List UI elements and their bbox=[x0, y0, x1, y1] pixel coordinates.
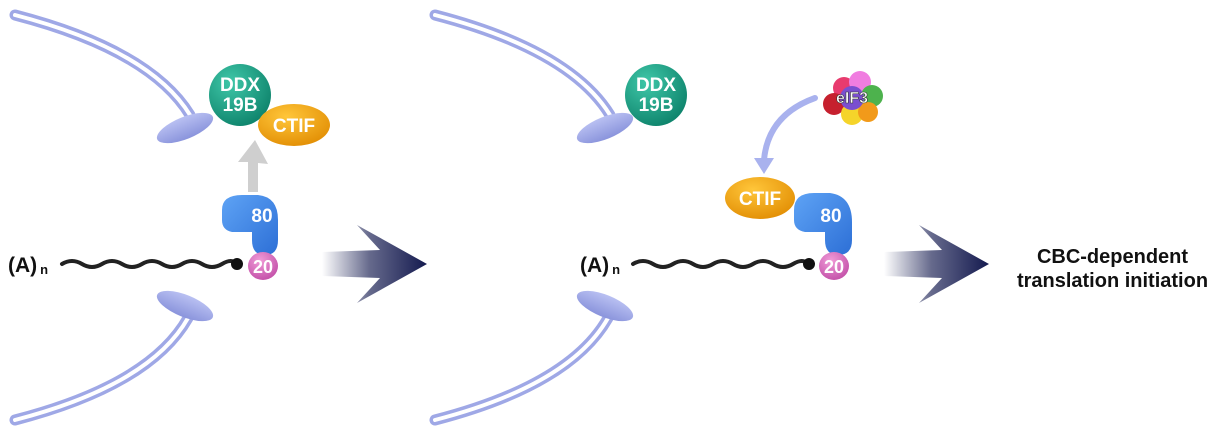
transition-arrow-2 bbox=[884, 225, 989, 303]
cbp20-protein: 20 bbox=[248, 252, 278, 280]
ddx19b-label-line2: 19B bbox=[223, 95, 258, 116]
cbp20-label: 20 bbox=[824, 257, 844, 277]
transition-arrow-1 bbox=[322, 225, 427, 303]
ctif-protein: CTIF bbox=[258, 104, 330, 146]
eif3-label: eIF3 bbox=[836, 90, 868, 107]
eif3-complex: eIF3 bbox=[823, 71, 883, 125]
release-arrow bbox=[238, 140, 268, 192]
outcome-line-1: CBC-dependent bbox=[1036, 246, 1189, 268]
cbp80-protein: 80 bbox=[222, 195, 278, 255]
cbp20-protein: 20 bbox=[819, 252, 849, 280]
mrna-strand bbox=[60, 259, 238, 269]
panel-2: DDX 19B eIF3 80 CTIF bbox=[429, 9, 883, 426]
nuclear-pore-top bbox=[9, 9, 214, 144]
ddx19b-label-line1: DDX bbox=[220, 75, 260, 96]
outcome-label: CBC-dependent translation initiation bbox=[1000, 245, 1225, 293]
recruit-arrow bbox=[754, 95, 818, 174]
ddx19b-protein: DDX 19B bbox=[209, 64, 271, 126]
cbp80-label: 80 bbox=[251, 206, 272, 227]
nuclear-pore-top bbox=[429, 9, 634, 144]
cbp80-label: 80 bbox=[820, 206, 841, 227]
polya-label: (A)n bbox=[580, 254, 620, 277]
mrna-strand bbox=[631, 259, 810, 269]
cbp20-label: 20 bbox=[253, 257, 273, 277]
ctif-label: CTIF bbox=[273, 116, 315, 137]
ctif-protein: CTIF bbox=[725, 177, 795, 219]
cap-dot bbox=[231, 258, 243, 270]
cap-dot bbox=[803, 258, 815, 270]
polya-label: (A)n bbox=[8, 254, 48, 277]
ddx19b-label-line1: DDX bbox=[636, 75, 676, 96]
cbp80-protein: 80 bbox=[794, 193, 852, 255]
outcome-line-2: translation initiation bbox=[1016, 270, 1209, 292]
panel-1: DDX 19B CTIF 80 20 (A)n bbox=[8, 9, 330, 426]
nuclear-pore-bottom bbox=[9, 290, 214, 426]
nuclear-pore-bottom bbox=[429, 290, 634, 426]
ddx19b-label-line2: 19B bbox=[639, 95, 674, 116]
ctif-label: CTIF bbox=[739, 189, 781, 210]
ddx19b-protein: DDX 19B bbox=[625, 64, 687, 126]
